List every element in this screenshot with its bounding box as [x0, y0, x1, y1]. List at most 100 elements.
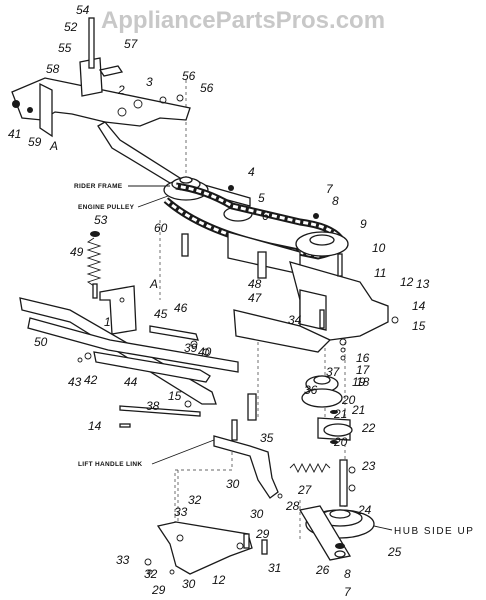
shaft-part: [339, 459, 356, 507]
callout-label: 11: [374, 266, 386, 280]
callout-label: 48: [248, 277, 262, 291]
callout-label: 59: [28, 135, 42, 149]
callout-label: 55: [58, 41, 72, 55]
hub-side-up-caption: HUB SIDE UP: [394, 526, 474, 537]
callout-label: 53: [94, 213, 108, 227]
callout-label: 29: [151, 583, 166, 597]
callout-label: 42: [84, 373, 98, 387]
link-part: [93, 351, 211, 383]
callout-label: 30: [250, 507, 264, 521]
callout-label: 24: [357, 503, 372, 517]
mounting-bracket-part: [181, 231, 389, 353]
bottom-plate-part: [156, 521, 268, 575]
rider-frame-part: [11, 77, 251, 207]
callout-label: 34: [288, 313, 302, 327]
engine-pulley-caption: ENGINE PULLEY: [78, 204, 135, 211]
callout-label: 7: [344, 585, 352, 599]
callout-label: 3: [146, 75, 153, 89]
callout-label: 45: [154, 307, 168, 321]
callout-label: 58: [46, 62, 60, 76]
callout-label: 50: [34, 335, 48, 349]
lift-bar-part: [19, 297, 239, 405]
callout-label: 52: [64, 20, 78, 34]
callout-label: 36: [304, 383, 318, 397]
callout-label: 21: [351, 403, 365, 417]
callout-label: 44: [124, 375, 138, 389]
callout-label: 20: [341, 393, 356, 407]
callout-label: 54: [76, 3, 90, 17]
rider-frame-caption: RIDER FRAME: [74, 183, 123, 190]
callout-label: 39: [184, 341, 198, 355]
reference-letter: A: [49, 139, 58, 153]
callout-label: 22: [361, 421, 376, 435]
callout-label: 14: [412, 299, 426, 313]
callout-label: 20: [333, 435, 348, 449]
callout-label: 37: [326, 365, 341, 379]
callout-label: 12: [400, 275, 414, 289]
callout-label: 31: [268, 561, 281, 575]
tension-spring-part: [289, 462, 331, 474]
callout-label: 9: [360, 217, 367, 231]
callout-label: 47: [248, 291, 263, 305]
callout-label: 1: [104, 315, 111, 329]
reference-letters: AA: [49, 139, 158, 291]
spring-part: [86, 231, 102, 299]
callout-label: 33: [116, 553, 130, 567]
hub-pulley-part: [298, 505, 375, 561]
pivot-rod-part: [149, 325, 210, 356]
callout-label: 18: [356, 375, 370, 389]
callout-label: 15: [412, 319, 426, 333]
callout-label: 41: [8, 127, 21, 141]
callout-label: 28: [285, 499, 300, 513]
bracket-part: [79, 17, 124, 97]
callout-label: 8: [332, 194, 339, 208]
callout-label: 8: [344, 567, 351, 581]
reference-letter: A: [149, 277, 158, 291]
callout-label: 6: [262, 209, 269, 223]
callout-label: 32: [188, 493, 202, 507]
callout-label: 12: [212, 573, 226, 587]
rod-part: [119, 400, 201, 417]
callout-label: 14: [88, 419, 102, 433]
captions: RIDER FRAME ENGINE PULLEY LIFT HANDLE LI…: [74, 183, 474, 537]
callout-label: 5: [258, 191, 265, 205]
callout-label: 7: [326, 182, 334, 196]
callout-label: 15: [168, 389, 182, 403]
callout-label: 60: [154, 221, 168, 235]
callout-label: 23: [361, 459, 376, 473]
lift-handle-link-part: [213, 393, 279, 499]
idler-pulley-part: [301, 375, 353, 444]
callout-label: 30: [226, 477, 240, 491]
lift-handle-link-caption: LIFT HANDLE LINK: [78, 461, 142, 468]
callout-label: 35: [260, 431, 274, 445]
caption-leaders: [128, 185, 393, 531]
callout-label: 56: [200, 81, 214, 95]
callout-label: 21: [333, 407, 347, 421]
callout-label: 19: [352, 375, 366, 389]
callout-label: 17: [356, 363, 371, 377]
callout-label: 25: [387, 545, 402, 559]
callout-label: 46: [174, 301, 188, 315]
callout-label: 40: [198, 345, 212, 359]
pulley-part: [295, 213, 349, 257]
callout-label: 2: [117, 83, 125, 97]
callout-label: 32: [144, 567, 158, 581]
watermark-text: AppliancePartsPros.com: [101, 7, 385, 34]
callout-label: 38: [146, 399, 160, 413]
callout-label: 16: [356, 351, 370, 365]
callout-label: 56: [182, 69, 196, 83]
hardware-parts: [12, 94, 399, 575]
callout-label: 49: [70, 245, 84, 259]
callout-label: 26: [315, 563, 330, 577]
callout-label: 13: [416, 277, 430, 291]
callout-label: 43: [68, 375, 82, 389]
callout-label: 27: [297, 483, 313, 497]
callout-label: 29: [255, 527, 270, 541]
callout-label: 10: [372, 241, 386, 255]
callout-label: 4: [248, 165, 255, 179]
callout-label: 33: [174, 505, 188, 519]
callout-label: 30: [182, 577, 196, 591]
callout-label: 57: [124, 37, 139, 51]
